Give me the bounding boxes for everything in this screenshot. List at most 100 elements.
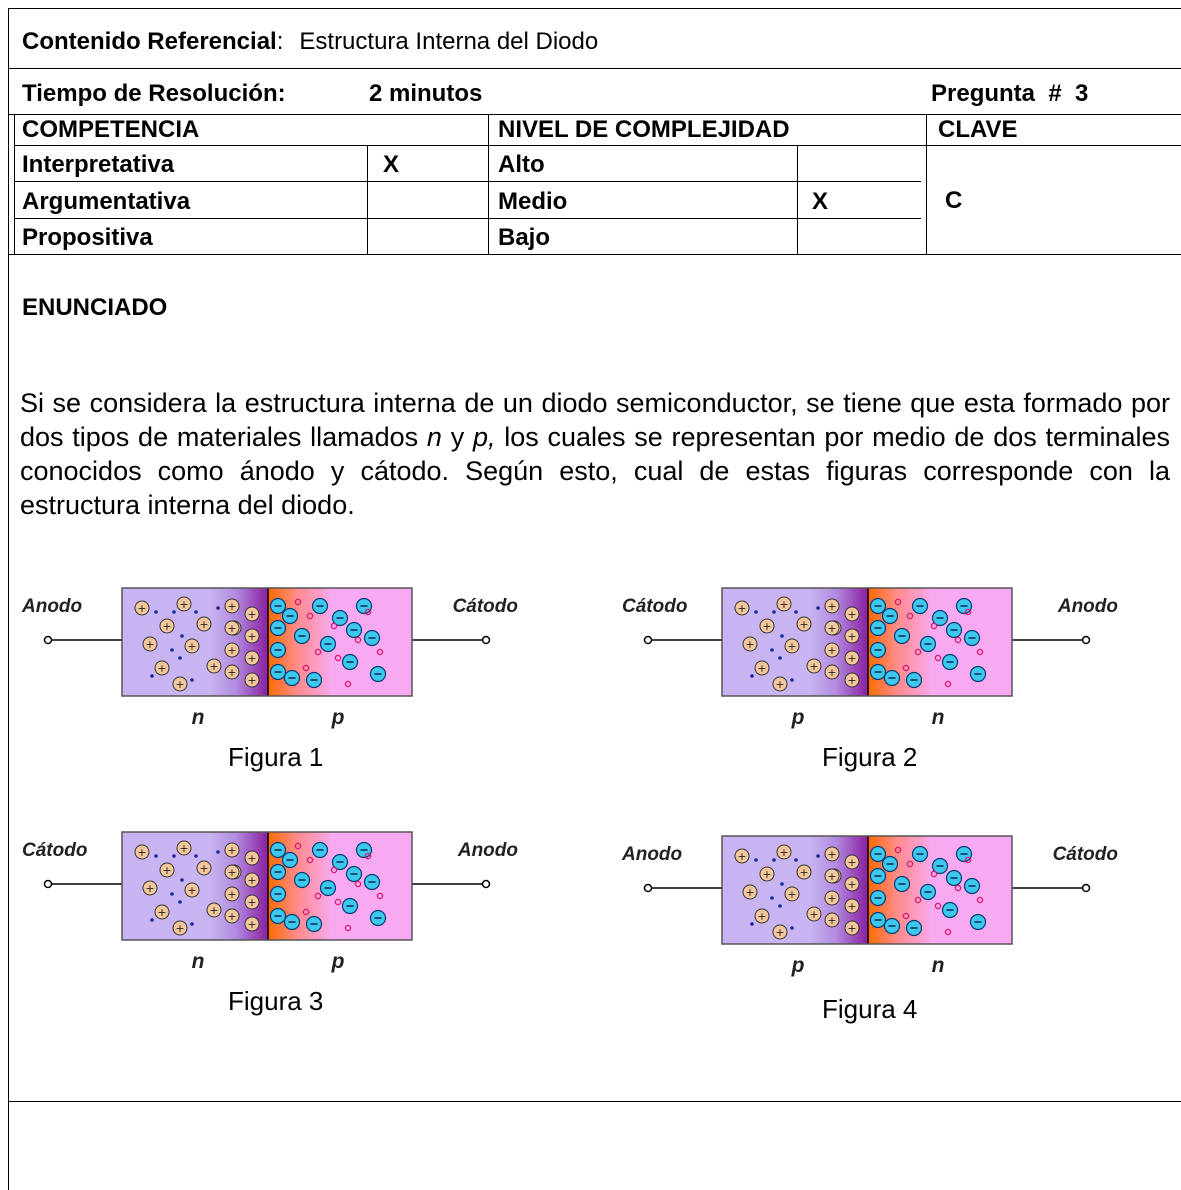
competencia-mark-1: X (383, 151, 400, 178)
donor-ring (376, 892, 384, 900)
material-left-label: n (192, 950, 205, 973)
fixed-ion (224, 664, 240, 680)
acceptor-dot (194, 854, 198, 858)
plus-sign: + (737, 602, 746, 615)
plus-sign: + (199, 862, 208, 875)
fixed-ion (224, 908, 240, 924)
acceptor-dot (180, 634, 184, 638)
hole-carrier (206, 658, 222, 674)
terminal-right-label: Cátodo (1053, 844, 1118, 865)
plus-sign: + (762, 868, 771, 881)
material-right-label: p (331, 706, 345, 729)
acceptor-dot (170, 648, 174, 652)
plus-sign: + (145, 638, 154, 651)
plus-sign: + (745, 638, 754, 651)
figure-2-caption: Figura 2 (822, 742, 918, 772)
rule-row3 (14, 218, 921, 219)
rule-table-bottom (8, 254, 1181, 255)
fixed-ion (844, 898, 860, 914)
col-divider-2 (488, 114, 489, 255)
acceptor-dot (816, 854, 820, 858)
hole-carrier (754, 660, 770, 676)
terminal-left-label: Anodo (621, 844, 682, 865)
plus-sign: + (137, 846, 146, 859)
hole-carrier (784, 638, 800, 654)
hole-carrier (784, 886, 800, 902)
acceptor-dot (216, 850, 220, 854)
plus-sign: + (209, 660, 218, 673)
diode-body (121, 831, 413, 941)
terminal-right-label: Cátodo (453, 596, 518, 617)
hole-carrier (159, 862, 175, 878)
pregunta-number: Pregunta # 3 (931, 80, 1089, 107)
acceptor-dot (772, 858, 776, 862)
plus-sign: + (847, 856, 856, 869)
competencia-row-1: Interpretativa (22, 151, 175, 178)
terminal-right (1081, 883, 1091, 893)
plus-sign: + (847, 674, 856, 687)
material-right-label: n (932, 954, 945, 977)
donor-ring (906, 860, 914, 868)
plus-sign: + (809, 908, 818, 921)
diode-body (721, 835, 1013, 945)
plus-sign: + (199, 618, 208, 631)
plus-sign: + (227, 888, 236, 901)
clave-header: CLAVE (938, 116, 1018, 143)
fixed-ion (824, 890, 840, 906)
hole-carrier (772, 676, 788, 692)
plus-sign: + (737, 850, 746, 863)
fixed-ion (224, 620, 240, 636)
plus-sign: + (247, 608, 256, 621)
material-left-label: n (192, 706, 205, 729)
material-left-label: p (791, 706, 805, 729)
plus-sign: + (847, 878, 856, 891)
fixed-ion (844, 920, 860, 936)
terminal-left-label: Cátodo (622, 596, 687, 617)
rule-bottom (8, 1101, 1181, 1102)
hole-carrier (154, 660, 170, 676)
donor-ring (894, 598, 902, 606)
donor-ring (344, 680, 352, 688)
terminal-right-label: Anodo (457, 840, 518, 861)
rule-header (8, 114, 1181, 115)
hole-carrier (142, 636, 158, 652)
enunciado-title: ENUNCIADO (22, 294, 168, 321)
donor-ring (376, 648, 384, 656)
fixed-ion (844, 672, 860, 688)
fixed-ion (224, 598, 240, 614)
donor-ring (902, 664, 910, 672)
fixed-ion (844, 876, 860, 892)
terminal-left (43, 635, 53, 645)
hole-carrier (159, 618, 175, 634)
donor-ring (330, 866, 338, 874)
hole-carrier (172, 920, 188, 936)
terminal-right (481, 879, 491, 889)
fixed-ion (244, 850, 260, 866)
plus-sign: + (187, 640, 196, 653)
acceptor-dot (170, 892, 174, 896)
plus-sign: + (162, 620, 171, 633)
plus-sign: + (745, 886, 754, 899)
fixed-ion (824, 598, 840, 614)
donor-ring (344, 924, 352, 932)
hole-carrier (196, 616, 212, 632)
donor-ring (334, 654, 342, 662)
fixed-ion (224, 842, 240, 858)
acceptor-dot (770, 648, 774, 652)
hole-carrier (796, 616, 812, 632)
donor-ring (914, 648, 922, 656)
terminal-left (43, 879, 53, 889)
acceptor-dot (190, 922, 194, 926)
plus-sign: + (809, 660, 818, 673)
hole-carrier (759, 618, 775, 634)
hole-carrier (759, 866, 775, 882)
donor-ring (944, 680, 952, 688)
donor-ring (930, 870, 938, 878)
fixed-ion (824, 664, 840, 680)
donor-ring (334, 898, 342, 906)
plus-sign: + (827, 644, 836, 657)
donor-ring (294, 842, 302, 850)
terminal-right-label: Anodo (1057, 596, 1118, 617)
hole-carrier (806, 906, 822, 922)
donor-ring (306, 856, 314, 864)
